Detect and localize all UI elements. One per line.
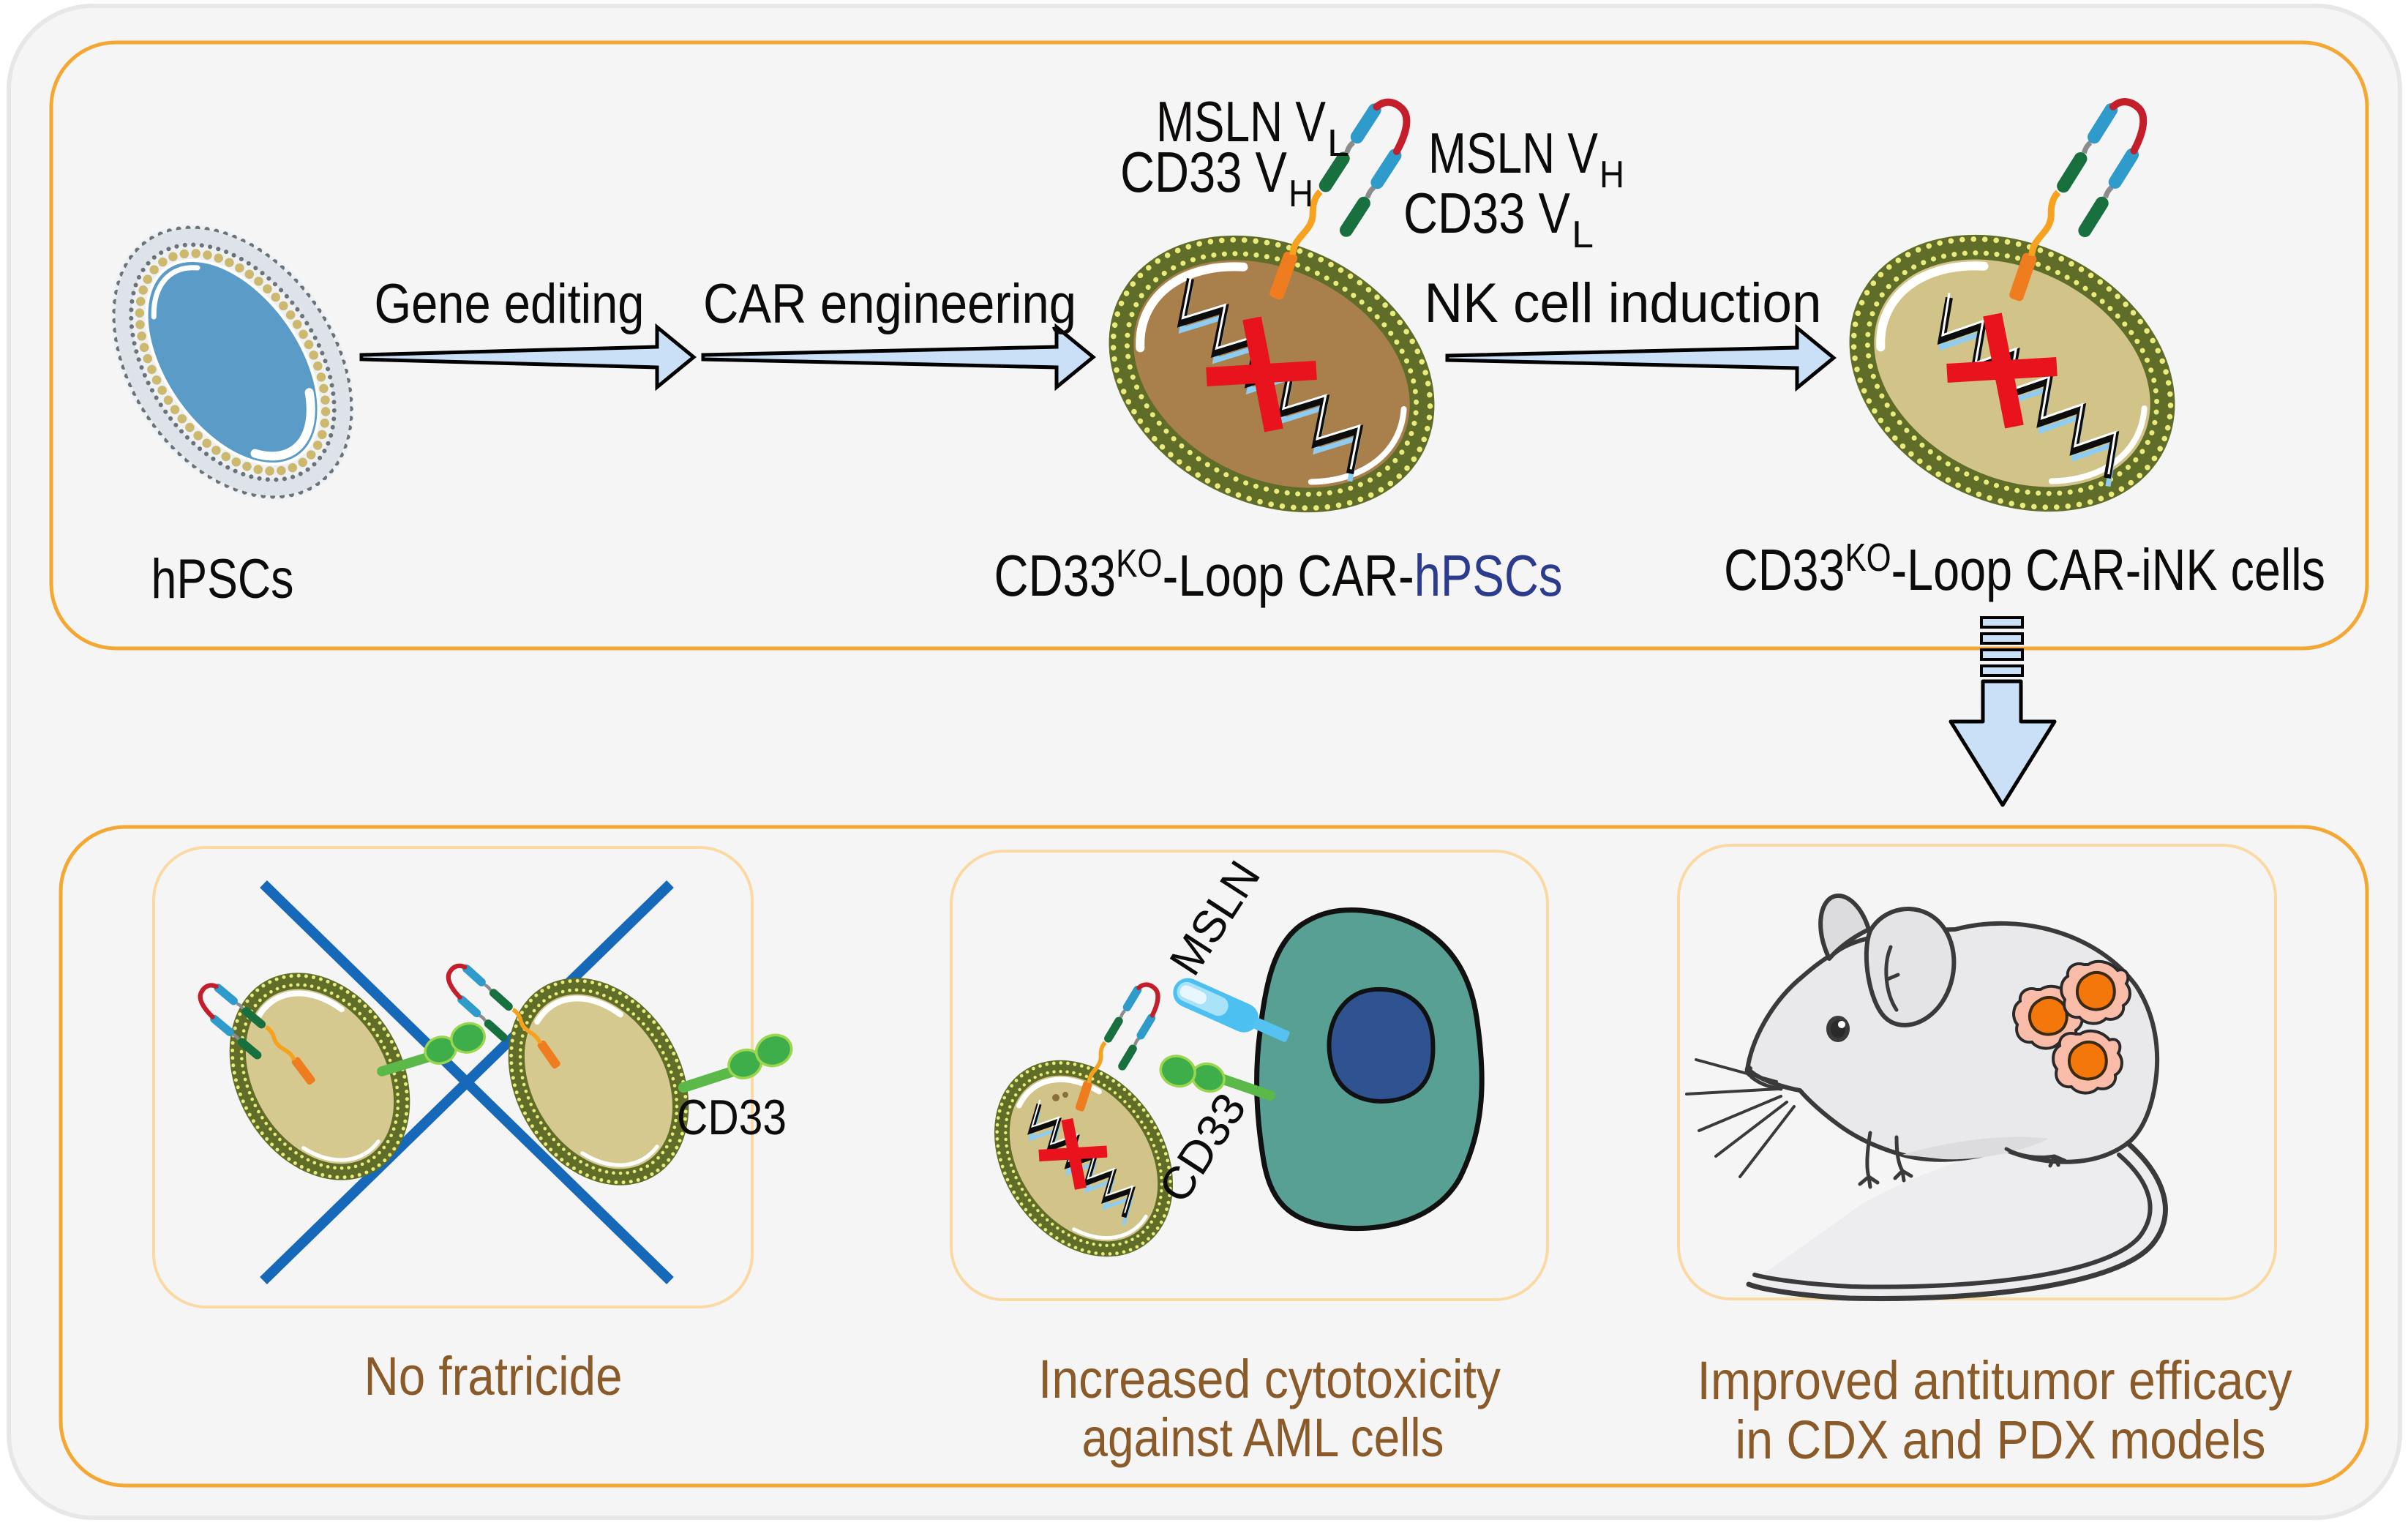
svg-text:Improved antitumor efficacy: Improved antitumor efficacy — [1698, 1350, 2292, 1411]
svg-text:Gene editing: Gene editing — [375, 273, 645, 335]
svg-text:against AML cells: against AML cells — [1082, 1407, 1444, 1468]
svg-text:MSLN V: MSLN V — [1428, 121, 1598, 185]
svg-text:Increased cytotoxicity: Increased cytotoxicity — [1038, 1349, 1501, 1409]
svg-text:NK cell induction: NK cell induction — [1425, 272, 1822, 334]
svg-text:No fratricide: No fratricide — [364, 1346, 623, 1407]
svg-text:H: H — [1289, 173, 1313, 215]
svg-text:L: L — [1327, 122, 1349, 165]
svg-text:CAR engineering: CAR engineering — [703, 273, 1076, 335]
svg-text:in CDX and PDX models: in CDX and PDX models — [1736, 1409, 2266, 1470]
svg-text:H: H — [1599, 154, 1624, 196]
svg-text:CD33 V: CD33 V — [1120, 140, 1287, 204]
svg-text:CD33KO-Loop CAR-iNK cells: CD33KO-Loop CAR-iNK cells — [1724, 536, 2325, 602]
svg-text:MSLN V: MSLN V — [1156, 89, 1326, 154]
svg-text:L: L — [1572, 214, 1594, 256]
svg-text:CD33 V: CD33 V — [1403, 181, 1570, 245]
svg-text:hPSCs: hPSCs — [151, 548, 294, 610]
svg-text:CD33KO-Loop CAR-hPSCs: CD33KO-Loop CAR-hPSCs — [994, 542, 1563, 608]
svg-text:CD33: CD33 — [677, 1090, 787, 1145]
